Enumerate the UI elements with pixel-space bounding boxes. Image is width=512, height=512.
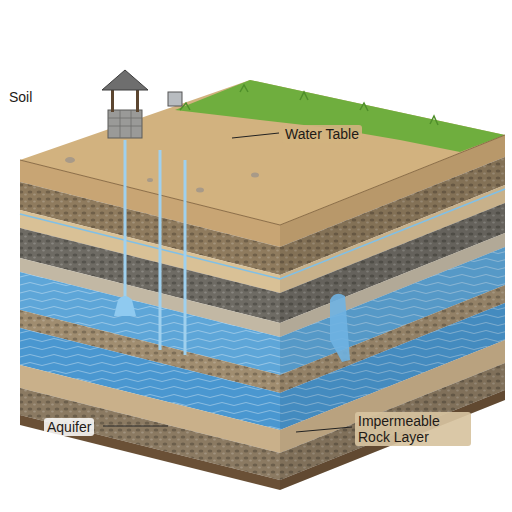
leader-lines — [103, 133, 352, 432]
well — [102, 70, 185, 355]
part-label: Soil — [6, 88, 35, 106]
part-label: Water Table — [282, 125, 362, 143]
part-label: Impermeable Rock Layer — [355, 412, 471, 446]
ground-surface — [20, 80, 505, 279]
part-label: Aquifer — [44, 418, 94, 436]
